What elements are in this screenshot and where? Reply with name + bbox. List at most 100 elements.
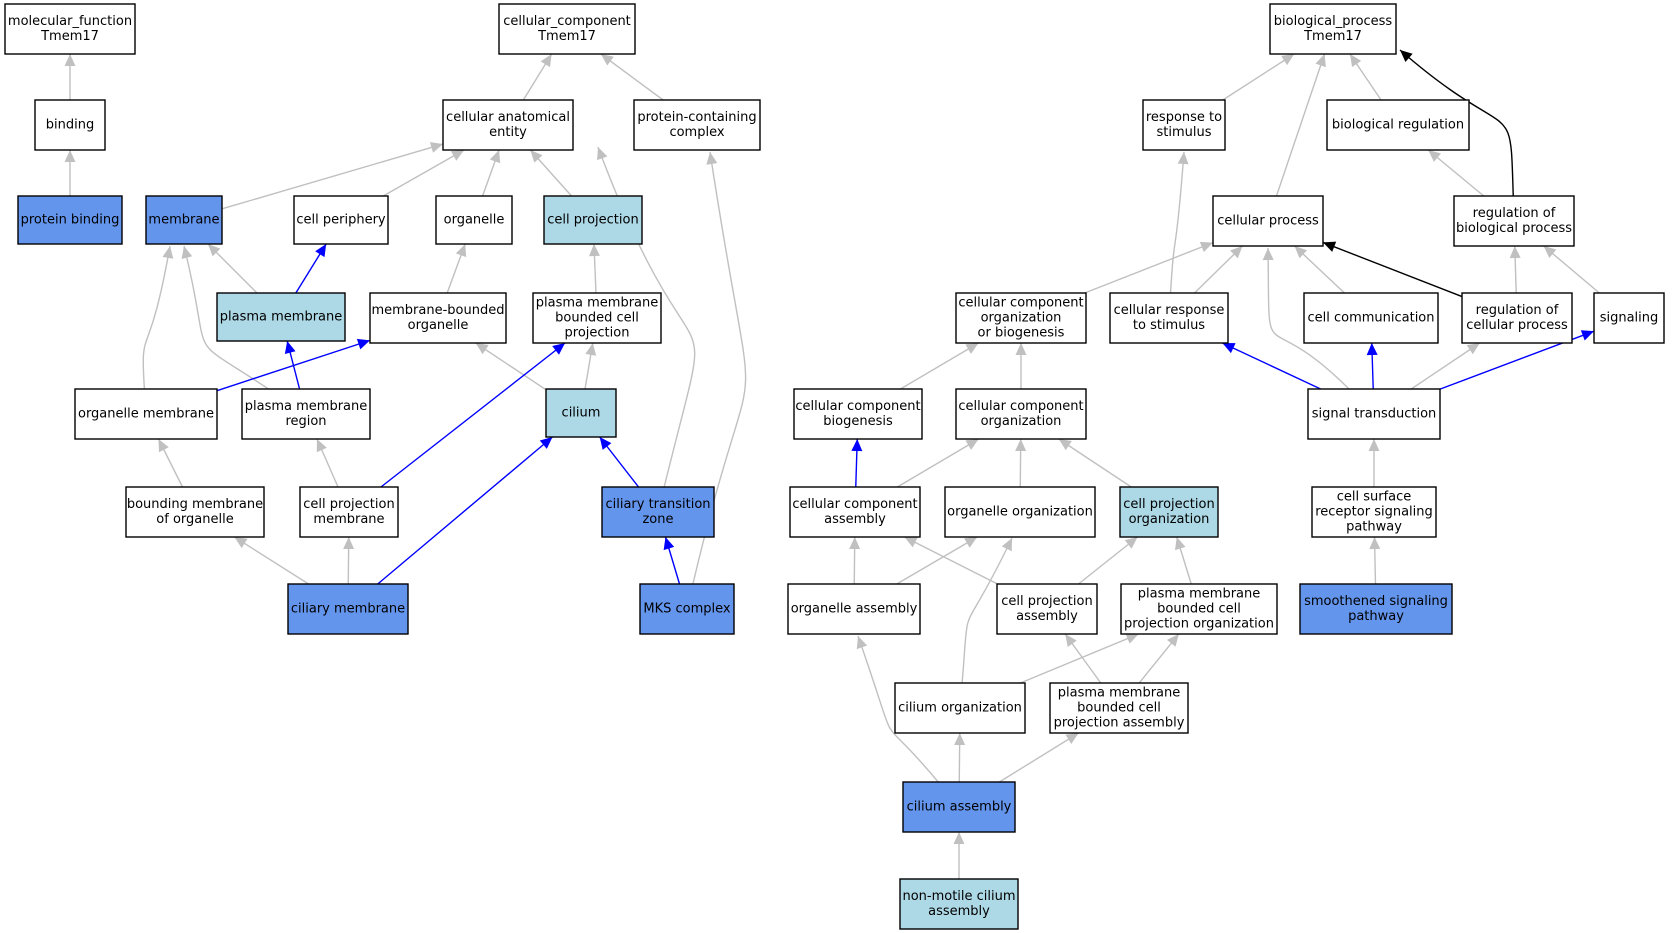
edge-cilium-org-to-pmbcpo: [1020, 633, 1139, 684]
term-box: [241, 388, 371, 440]
term-node-signaling[interactable]: signaling: [1593, 292, 1665, 344]
term-box: [1311, 486, 1437, 538]
edge-arrowhead: [455, 244, 467, 258]
term-box: [902, 781, 1016, 833]
term-label: region: [285, 414, 326, 429]
term-box: [955, 292, 1087, 344]
edge-cca-to-cco: [896, 438, 980, 488]
term-node-membrane[interactable]: membrane: [145, 195, 223, 245]
edge-line: [896, 438, 980, 488]
edge-arrowhead: [964, 537, 978, 548]
term-label: organization: [981, 311, 1062, 326]
term-node-cilium-org[interactable]: cilium organization: [894, 682, 1026, 734]
term-label: entity: [489, 125, 527, 140]
edge-organelle-to-cae: [481, 149, 501, 197]
edge-line: [382, 149, 465, 197]
edge-pmbcpa-to-cpa: [1064, 633, 1102, 684]
term-node-org-asm[interactable]: organelle assembly: [787, 583, 921, 635]
term-node-cilium-asm[interactable]: cilium assembly: [902, 781, 1016, 833]
term-label: stimulus: [1156, 125, 1211, 140]
edge-arrowhead: [1166, 634, 1179, 647]
edge-line: [999, 732, 1079, 783]
term-node-cell-projection[interactable]: cell projection: [543, 195, 643, 245]
term-label: organelle assembly: [791, 602, 918, 617]
term-label: organization: [1129, 512, 1210, 527]
term-node-org-org[interactable]: organelle organization: [944, 486, 1096, 538]
term-label: of organelle: [156, 512, 233, 527]
edge-arrowhead: [450, 150, 465, 161]
edge-arrowhead: [1125, 633, 1139, 644]
term-node-bio-reg[interactable]: biological regulation: [1326, 99, 1470, 151]
term-node-ciliary-membrane[interactable]: ciliary membrane: [287, 583, 409, 635]
edge-organelle-membrane-to-membrane: [142, 245, 174, 390]
edge-line: [1222, 53, 1295, 101]
edge-line: [1322, 241, 1463, 298]
term-node-mks[interactable]: MKS complex: [639, 583, 735, 635]
term-node-plasma-membrane[interactable]: plasma membrane: [216, 292, 346, 342]
edge-cellular-process-to-bp: [1275, 53, 1326, 197]
edge-org-asm-to-cca: [849, 536, 861, 585]
term-box: [996, 583, 1098, 635]
edge-arrowhead: [1315, 54, 1326, 68]
term-box: [793, 388, 923, 440]
term-box: [1119, 486, 1219, 538]
edge-arrowhead: [965, 343, 979, 354]
term-node-binding[interactable]: binding: [34, 99, 106, 151]
edge-cilium-asm-to-org-asm: [856, 635, 939, 783]
edge-pm-region-to-plasma-membrane: [284, 340, 301, 390]
edge-cca-to-ccb: [851, 438, 863, 488]
term-node-organelle[interactable]: organelle: [435, 195, 513, 245]
edge-arrowhead: [1349, 54, 1362, 68]
term-node-organelle-membrane[interactable]: organelle membrane: [74, 388, 218, 440]
edge-cae-to-cc: [522, 53, 553, 101]
edge-crs-to-rts: [1169, 151, 1189, 294]
edge-arrowhead: [856, 636, 868, 650]
term-box: [442, 99, 574, 151]
edge-plasma-membrane-to-cell-periphery: [295, 243, 327, 294]
edge-arrowhead: [849, 537, 861, 550]
edge-arrowhead: [1065, 733, 1079, 744]
edge-line: [1078, 536, 1138, 585]
edge-nmca-to-cilium-asm: [953, 832, 965, 879]
term-label: cellular component: [958, 296, 1083, 311]
edge-organelle-membrane-to-mbo: [216, 338, 371, 392]
edge-mks-to-pcc: [692, 151, 747, 585]
term-label: projection organization: [1124, 617, 1274, 632]
term-node-sig-trans[interactable]: signal transduction: [1307, 388, 1441, 440]
edge-arrowhead: [234, 537, 248, 549]
term-node-protein-binding[interactable]: protein binding: [17, 195, 123, 245]
edge-pmbcpa-to-pmbcpo: [1138, 633, 1180, 684]
term-node-cell-comm[interactable]: cell communication: [1303, 292, 1439, 344]
term-node-cilium[interactable]: cilium: [545, 388, 617, 438]
term-node-cell-periphery[interactable]: cell periphery: [293, 195, 389, 245]
term-node-cellular-process[interactable]: cellular process: [1212, 195, 1324, 247]
